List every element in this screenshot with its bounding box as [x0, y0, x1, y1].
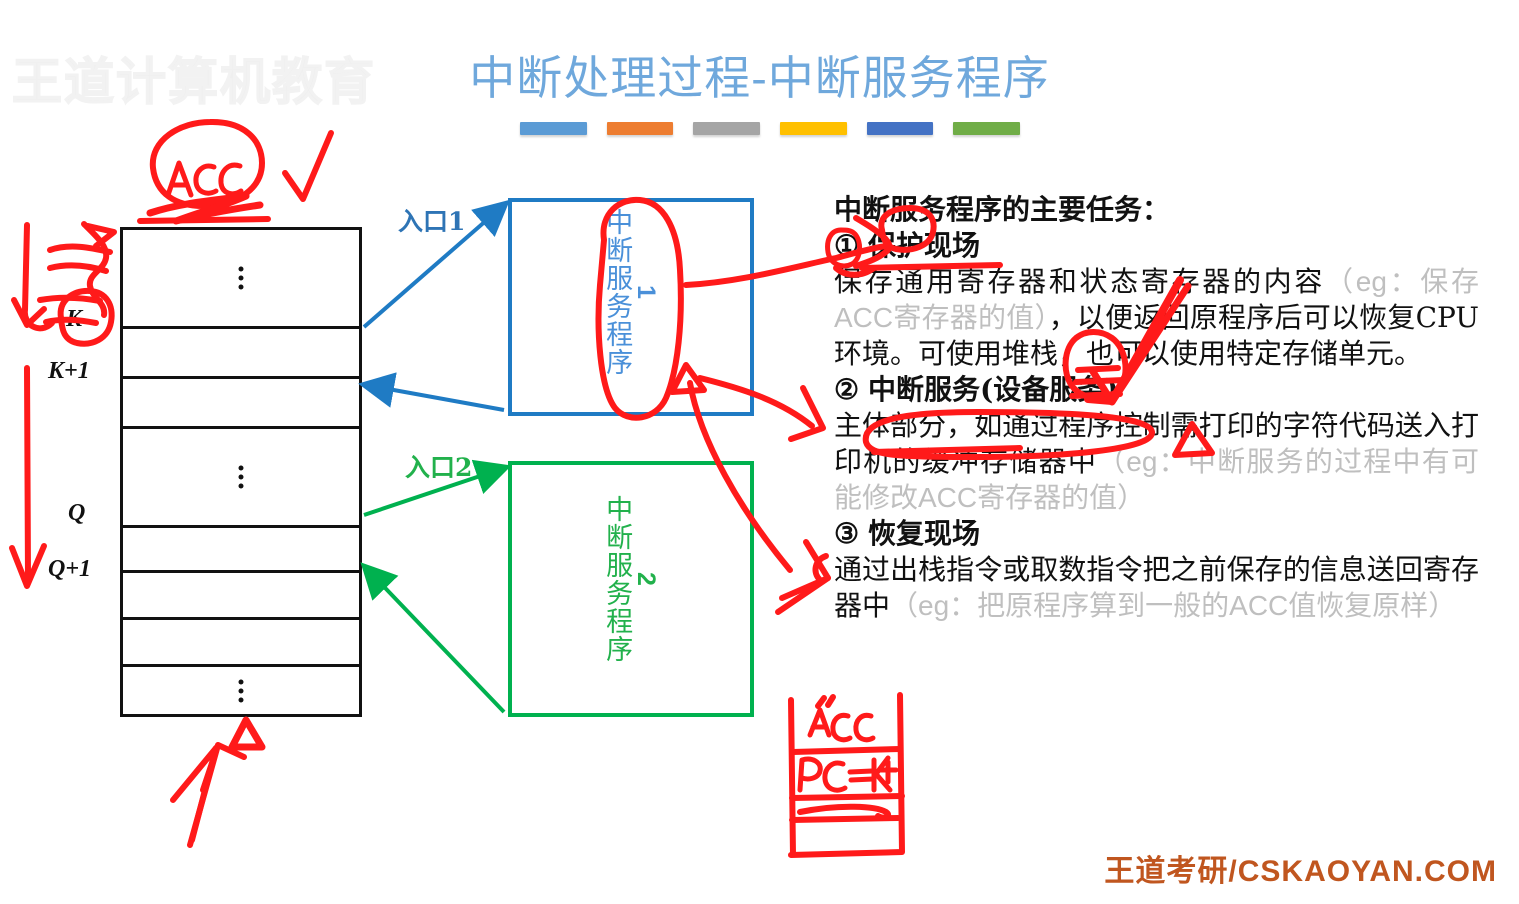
- note-title-3: 恢复现场: [868, 517, 981, 550]
- ink-scribble-k2: [81, 221, 110, 318]
- vertical-ellipsis-icon: [238, 263, 244, 294]
- ink-check-acc: [282, 130, 334, 202]
- ink-stack-eq: [847, 768, 876, 783]
- table-row: [123, 528, 359, 573]
- ink-arrow-to-note2-head: [788, 385, 826, 442]
- title-bar-1: [520, 122, 587, 135]
- ink-left-arrow-top-head: [11, 297, 47, 328]
- title-bar-5: [866, 122, 934, 135]
- ink-bottom-arrow: [187, 742, 247, 848]
- ink-stack-divider-2: [789, 793, 905, 801]
- ink-acc-letter-c2: [218, 162, 244, 197]
- address-label-q: Q: [68, 500, 86, 526]
- notes-panel: 中断服务程序的主要任务： ① 保护现场 保存通用寄存器和状态寄存器的内容（eg：…: [834, 192, 1479, 624]
- page-title: 中断处理过程-中断服务程序: [469, 51, 1050, 105]
- title-decoration-bars: [520, 122, 1021, 136]
- ink-bottom-arrow-tail: [170, 745, 219, 803]
- ink-stack-divider-1: [790, 746, 903, 755]
- ink-acc-circle: [149, 118, 265, 210]
- note-item-2-title-line: ② 中断服务(设备服务): [834, 372, 1479, 408]
- note-item-1-body: 保存通用寄存器和状态寄存器的内容（eg：保存ACC寄存器的值），以便返回原程序后…: [834, 264, 1479, 372]
- ink-stack-c: [822, 760, 848, 793]
- ink-acc-letter-a: [165, 160, 194, 198]
- ink-stack-outline: [788, 692, 905, 858]
- note-item-3-title-line: ③ 恢复现场: [834, 516, 1479, 552]
- vertical-ellipsis-icon: [238, 462, 244, 493]
- table-row: [123, 429, 359, 528]
- isr-box-2: 中断服务程序 2: [508, 461, 754, 717]
- ink-bottom-triangle: [228, 716, 266, 751]
- ink-bottom-arrow-shaft: [189, 745, 219, 843]
- ink-acc-scribble: [146, 192, 264, 225]
- ink-arrow-to-note3-tail: [775, 575, 831, 615]
- ink-stack-acc: [807, 707, 876, 743]
- table-row: [123, 230, 359, 329]
- ink-arrow-to-note3-head: [779, 539, 831, 601]
- title-bar-2: [606, 122, 674, 135]
- table-row: [123, 620, 359, 667]
- ink-left-arrow-bottom: [24, 365, 31, 581]
- ink-stack-acc-tick: [815, 694, 836, 709]
- entry-label-1: 入口1: [398, 207, 466, 236]
- main-program-memory-table: [120, 227, 362, 717]
- table-row: [123, 667, 359, 714]
- ink-stack-pc: [797, 756, 823, 793]
- note-body-3-gray: （eg：把原程序算到一般的ACC值恢复原样）: [890, 590, 1457, 621]
- note-item-2-body: 主体部分，如通过程序控制需打印的字符代码送入打印机的缓冲存储器中（eg：中断服务…: [834, 408, 1479, 516]
- note-item-3-body: 通过出栈指令或取数指令把之前保存的信息送回寄存器中（eg：把原程序算到一般的AC…: [834, 552, 1479, 624]
- ink-scribble-arrowhead: [85, 223, 117, 249]
- title-bar-6: [953, 122, 1021, 135]
- isr-box-1-number: 1: [632, 285, 661, 299]
- address-label-k: K: [66, 306, 83, 332]
- address-label-q1: Q+1: [48, 556, 92, 582]
- ink-left-arrow-top: [21, 222, 55, 332]
- title-bar-4: [780, 122, 847, 135]
- ink-stack-k1: [871, 755, 899, 793]
- vertical-ellipsis-icon: [238, 675, 244, 706]
- isr-box-1-label: 中断服务程序: [601, 208, 633, 376]
- ink-mark-note3: [812, 553, 829, 583]
- note-body-3a: 通过出栈指令或取数指令把之前保存的信息送回寄存器中: [834, 553, 1479, 622]
- table-row: [123, 329, 359, 379]
- ink-acc-letter-c1: [193, 163, 219, 196]
- brand-watermark: 王道考研/CSKAOYAN.COM: [1104, 855, 1497, 888]
- note-body-1-gray: （eg：保存ACC寄存器的值）: [834, 266, 1479, 333]
- notes-heading: 中断服务程序的主要任务：: [834, 193, 1171, 226]
- note-title-1: 保护现场: [868, 229, 981, 262]
- ink-stack-divider-3: [789, 815, 901, 823]
- note-item-1-title-line: ① 保护现场: [834, 228, 1479, 264]
- address-label-k1: K+1: [48, 358, 90, 384]
- note-marker-1: ①: [834, 229, 860, 262]
- ink-stack-squiggle: [797, 803, 892, 821]
- isr-box-1: 中断服务程序 1: [508, 198, 754, 416]
- entry-label-2: 入口2: [405, 453, 473, 482]
- table-row: [123, 573, 359, 620]
- isr-box-2-label: 中断服务程序: [601, 495, 633, 663]
- title-bar-3: [693, 122, 761, 135]
- ink-left-arrow-bottom-head: [9, 543, 47, 589]
- note-marker-2: ②: [834, 373, 860, 406]
- note-title-2: 中断服务(设备服务): [868, 373, 1119, 406]
- note-body-1a: 保存通用寄存器和状态寄存器的内容: [834, 265, 1326, 298]
- watermark-text: 王道计算机教育: [11, 53, 376, 111]
- isr-box-2-number: 2: [632, 572, 661, 586]
- note-body-2-gray: （eg：中断服务的过程中有可能修改ACC寄存器的值）: [834, 446, 1479, 513]
- note-marker-3: ③: [834, 517, 860, 550]
- table-row: [123, 379, 359, 429]
- ink-acc-underline: [137, 216, 271, 224]
